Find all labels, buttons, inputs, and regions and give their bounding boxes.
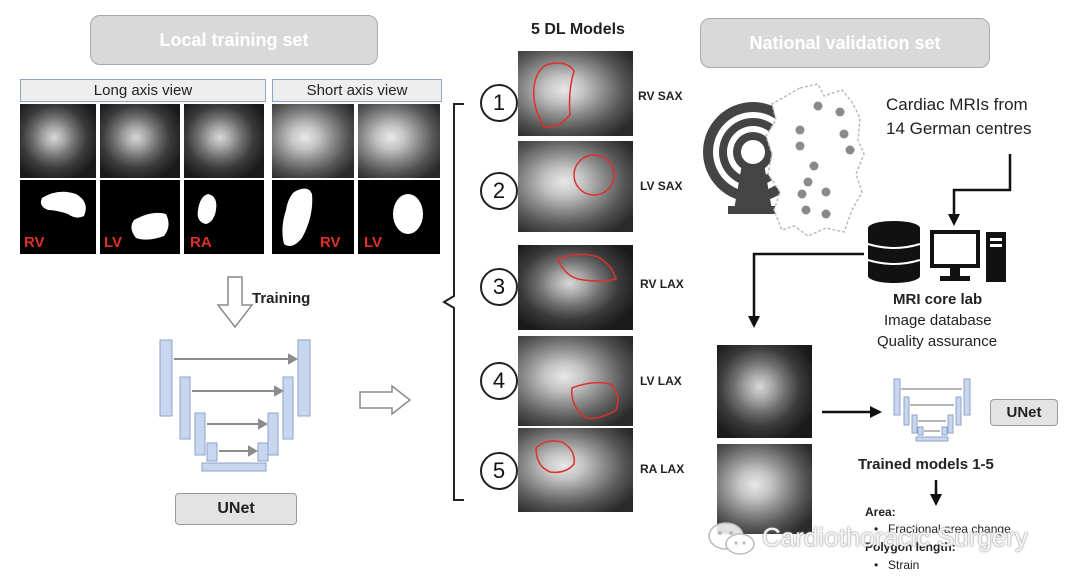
model-number-2-text: 2 (492, 178, 506, 203)
computer-icon (930, 230, 1006, 282)
mask-label-rv-sax: RV (320, 234, 341, 251)
model-image-ra-lax (518, 428, 633, 512)
model-number-1: 1 (480, 84, 518, 122)
mask-shape-rv-sax (282, 188, 313, 246)
model-image-rv-sax (518, 51, 633, 136)
training-arrow-icon (216, 276, 254, 329)
model-label-5: RA LAX (640, 462, 685, 476)
model-number-1-text: 1 (492, 90, 506, 115)
mask-lax-rv: RV (20, 180, 96, 254)
mask-shape-rv (40, 191, 86, 218)
model-image-rv-lax (518, 245, 633, 330)
model-contour-lv-sax (573, 154, 615, 196)
validation-image-lax (717, 444, 812, 534)
long-axis-label: Long axis view (20, 79, 266, 102)
long-axis-text: Long axis view (93, 82, 193, 99)
to-outputs-arrow-icon (930, 480, 942, 506)
model-contour-rv-sax (532, 62, 575, 128)
mri-image-lax-lv (100, 104, 180, 178)
core-lab-line2: Quality assurance (877, 333, 998, 350)
output-area-item: Fractional area change (888, 522, 1011, 536)
model-image-lv-lax (518, 336, 633, 426)
core-lab-line1: Image database (884, 312, 992, 329)
core-lab-title: MRI core lab (893, 291, 983, 308)
watermark-text: Cardiothoracic Surgery (762, 522, 1028, 552)
models-title: 5 DL Models (531, 21, 625, 38)
output-area-title: Area: (865, 505, 896, 519)
to-corelab-arrow-icon (948, 154, 1012, 226)
model-number-4-text: 4 (492, 368, 506, 393)
model-contour-ra-lax (535, 440, 575, 474)
mri-image-lax-ra (184, 104, 264, 178)
mask-sax-lv: LV (358, 180, 440, 254)
model-label-3: RV LAX (640, 277, 684, 291)
mri-image-sax-lv (358, 104, 440, 178)
validation-image-sax (717, 345, 812, 438)
unet-label-right: UNet (990, 399, 1058, 426)
model-number-5: 5 (480, 452, 518, 490)
short-axis-text: Short axis view (306, 82, 408, 99)
cardiac-mris-line1: Cardiac MRIs from (886, 95, 1028, 114)
unet-diagram-left (159, 339, 311, 472)
mask-shape-lv (131, 212, 169, 240)
model-number-3-text: 3 (492, 274, 506, 299)
national-validation-header: National validation set (700, 18, 990, 68)
mask-lax-lv: LV (100, 180, 180, 254)
mask-sax-rv: RV (272, 180, 354, 254)
wechat-logo-icon (708, 522, 755, 555)
models-bracket (442, 103, 464, 501)
output-polygon-item: Strain (888, 558, 920, 572)
mri-image-lax-rv (20, 104, 96, 178)
model-label-4: LV LAX (640, 374, 682, 388)
output-polygon-bullet: • (874, 558, 879, 572)
unet-label-right-text: UNet (1006, 404, 1042, 421)
local-training-header-text: Local training set (159, 29, 309, 50)
short-axis-label: Short axis view (272, 79, 442, 102)
germany-map-icon (765, 83, 865, 237)
model-number-4: 4 (480, 362, 518, 400)
mask-lax-ra: RA (184, 180, 264, 254)
unet-label-left-text: UNet (217, 500, 255, 517)
local-training-header: Local training set (90, 15, 378, 65)
output-area-bullet: • (874, 522, 879, 536)
mask-label-lv-sax: LV (364, 234, 383, 251)
model-contour-rv-lax (557, 253, 617, 282)
mri-image-sax-rv (272, 104, 354, 178)
mask-label-rv-lax: RV (24, 234, 45, 251)
mask-label-ra-lax: RA (190, 234, 212, 251)
output-polygon-title: Polygon length: (865, 540, 956, 554)
model-number-5-text: 5 (492, 458, 506, 483)
model-label-1: RV SAX (638, 89, 683, 103)
to-images-arrow-icon (748, 252, 864, 328)
unet-label-left: UNet (175, 493, 297, 525)
to-models-arrow-icon (359, 384, 412, 416)
trained-models-label: Trained models 1-5 (858, 456, 994, 473)
model-label-2: LV SAX (640, 179, 683, 193)
model-number-3: 3 (480, 268, 518, 306)
cardiac-mris-line2: 14 German centres (886, 119, 1032, 138)
mask-label-lv-lax: LV (104, 234, 123, 251)
mask-shape-ra (197, 194, 217, 224)
unet-diagram-right (893, 378, 971, 442)
national-validation-header-text: National validation set (749, 32, 941, 53)
model-contour-lv-lax (571, 381, 619, 420)
database-icon (867, 221, 921, 283)
training-label: Training (252, 290, 311, 307)
mask-shape-lv-sax (393, 194, 423, 234)
to-unet-arrow-icon (822, 406, 882, 418)
model-image-lv-sax (518, 141, 633, 232)
model-number-2: 2 (480, 172, 518, 210)
